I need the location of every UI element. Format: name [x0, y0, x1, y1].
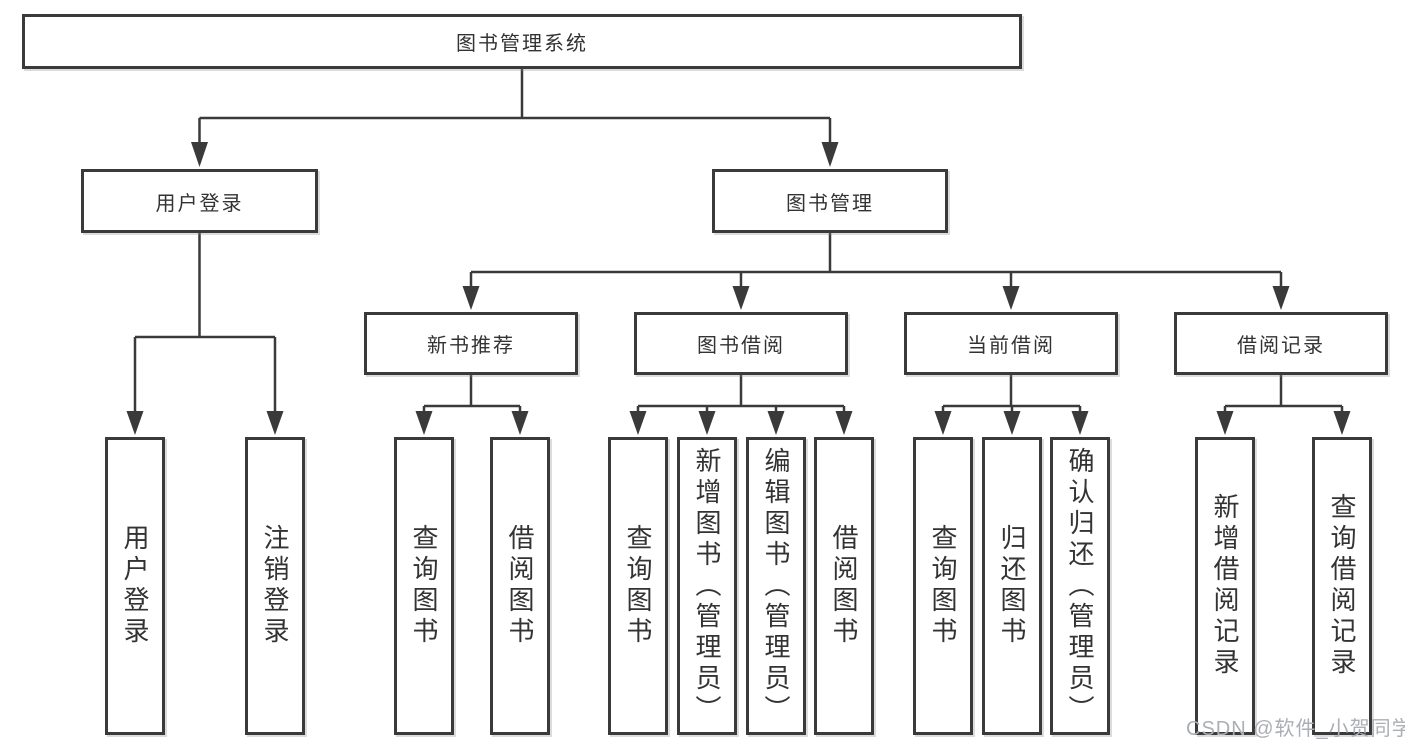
leaf-return-books-label: 归还图书 — [997, 524, 1027, 648]
leaf-query-books-borrow: 查询图书 — [608, 437, 668, 735]
leaf-add-borrow-record-label: 新增借阅记录 — [1210, 493, 1240, 679]
node-root: 图书管理系统 — [22, 14, 1022, 69]
leaf-query-books-current-label: 查询图书 — [928, 524, 958, 648]
leaf-confirm-return-admin-label: 确认归还（管理员） — [1065, 446, 1095, 726]
leaf-user-login: 用户登录 — [105, 437, 165, 735]
leaf-query-books-current: 查询图书 — [913, 437, 973, 735]
node-user-login: 用户登录 — [81, 169, 318, 233]
leaf-user-login-label: 用户登录 — [120, 524, 150, 648]
node-new-book-recommend-label: 新书推荐 — [427, 335, 515, 357]
csdn-watermark: CSDN @软件_小贺同学 — [1186, 718, 1405, 740]
node-current-borrowing-label: 当前借阅 — [967, 335, 1055, 357]
leaf-edit-books-admin-label: 编辑图书（管理员） — [761, 446, 791, 726]
leaf-query-books-recommend-label: 查询图书 — [409, 524, 439, 648]
leaf-add-books-admin-label: 新增图书（管理员） — [692, 446, 722, 726]
leaf-query-books-recommend: 查询图书 — [394, 437, 454, 735]
leaf-borrow-books-recommend-label: 借阅图书 — [505, 524, 535, 648]
leaf-add-books-admin: 新增图书（管理员） — [677, 437, 737, 735]
leaf-borrow-books: 借阅图书 — [814, 437, 874, 735]
leaf-return-books: 归还图书 — [982, 437, 1042, 735]
leaf-confirm-return-admin: 确认归还（管理员） — [1050, 437, 1110, 735]
leaf-borrow-books-recommend: 借阅图书 — [490, 437, 550, 735]
leaf-logout-label: 注销登录 — [260, 524, 290, 648]
node-book-management-label: 图书管理 — [786, 192, 874, 215]
node-current-borrowing: 当前借阅 — [904, 312, 1118, 375]
leaf-edit-books-admin: 编辑图书（管理员） — [746, 437, 806, 735]
node-book-management: 图书管理 — [712, 169, 948, 233]
node-user-login-label: 用户登录 — [155, 192, 244, 215]
leaf-query-books-borrow-label: 查询图书 — [623, 524, 653, 648]
leaf-query-borrow-record: 查询借阅记录 — [1312, 437, 1372, 735]
leaf-logout: 注销登录 — [245, 437, 305, 735]
node-book-borrowing-label: 图书借阅 — [697, 335, 785, 357]
node-borrowing-records-label: 借阅记录 — [1237, 335, 1325, 357]
leaf-query-borrow-record-label: 查询借阅记录 — [1327, 493, 1357, 679]
node-root-label: 图书管理系统 — [456, 33, 588, 55]
node-new-book-recommend: 新书推荐 — [364, 312, 578, 375]
leaf-add-borrow-record: 新增借阅记录 — [1195, 437, 1255, 735]
leaf-borrow-books-label: 借阅图书 — [829, 524, 859, 648]
node-borrowing-records: 借阅记录 — [1174, 312, 1388, 375]
node-book-borrowing: 图书借阅 — [634, 312, 848, 375]
arrowheads — [126, 142, 1351, 435]
